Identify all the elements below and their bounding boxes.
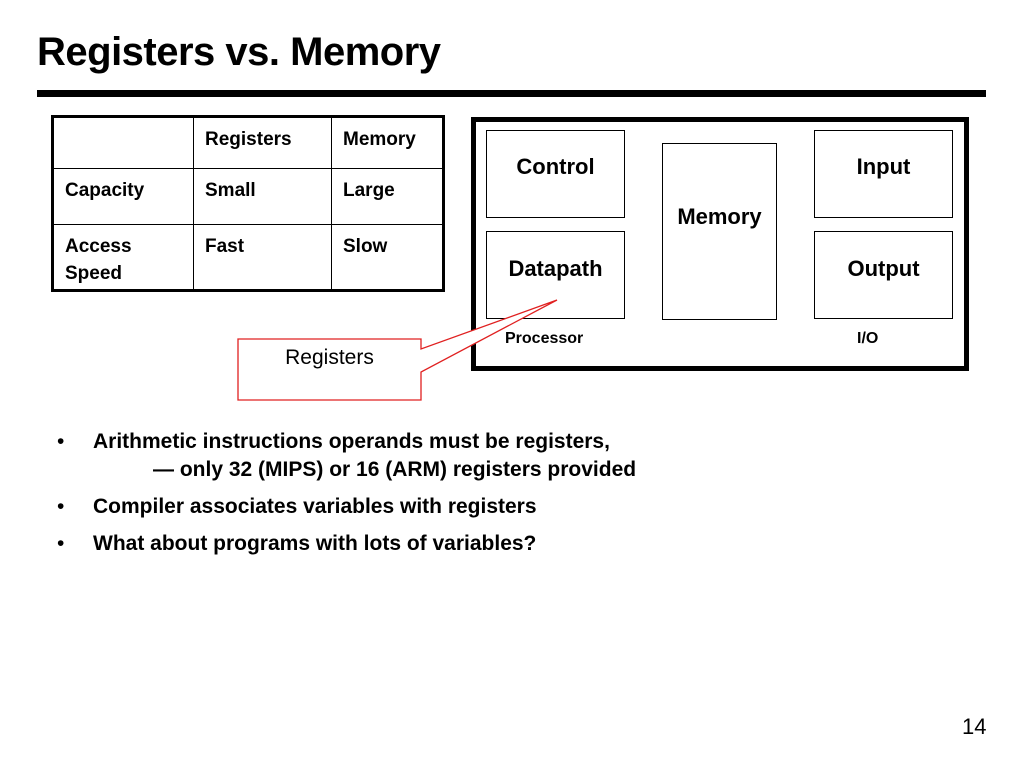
input-box: Input (814, 130, 953, 218)
memory-label: Memory (677, 204, 762, 229)
bullet-item: • Arithmetic instructions operands must … (57, 428, 636, 484)
memory-box: Memory (662, 143, 777, 320)
output-label: Output (847, 256, 920, 281)
bullet-subtext: — only 32 (MIPS) or 16 (ARM) registers p… (153, 458, 637, 481)
computer-organization-diagram: Control Datapath Memory Input Output Pro… (471, 117, 969, 371)
bullet-text: Arithmetic instructions operands must be… (93, 430, 610, 453)
bullet-dot: • (57, 495, 65, 518)
bullet-dot: • (57, 532, 65, 555)
table-cell: Capacity (52, 168, 194, 225)
io-label: I/O (857, 330, 879, 347)
table-cell: Large (331, 168, 444, 225)
bullet-item: • Compiler associates variables with reg… (57, 493, 636, 521)
bullet-text: What about programs with lots of variabl… (93, 532, 537, 555)
page-number: 14 (962, 714, 987, 739)
table-row: Access Speed Fast Slow (52, 224, 444, 291)
title-divider (37, 90, 986, 97)
control-label: Control (516, 154, 595, 179)
table-cell: Small (193, 168, 332, 225)
datapath-label: Datapath (508, 256, 603, 281)
datapath-box: Datapath (486, 231, 625, 319)
table-cell: Fast (193, 224, 332, 291)
bullet-item: • What about programs with lots of varia… (57, 530, 636, 558)
table-header-cell (52, 116, 194, 169)
bullet-text: Compiler associates variables with regis… (93, 495, 537, 518)
processor-label: Processor (505, 330, 584, 347)
output-box: Output (814, 231, 953, 319)
callout-text: Registers (285, 346, 374, 369)
bullet-dot: • (57, 430, 65, 453)
input-label: Input (856, 154, 911, 179)
table-row: Capacity Small Large (52, 168, 444, 225)
control-box: Control (486, 130, 625, 218)
table-cell: Slow (331, 224, 444, 291)
comparison-table: Registers Memory Capacity Small Large Ac… (51, 115, 445, 292)
table-header-row: Registers Memory (52, 116, 444, 169)
table-header-cell: Registers (193, 116, 332, 169)
bullet-list: • Arithmetic instructions operands must … (57, 428, 636, 567)
table-header-cell: Memory (331, 116, 444, 169)
slide-title: Registers vs. Memory (37, 30, 441, 74)
table-cell: Access Speed (52, 224, 194, 291)
